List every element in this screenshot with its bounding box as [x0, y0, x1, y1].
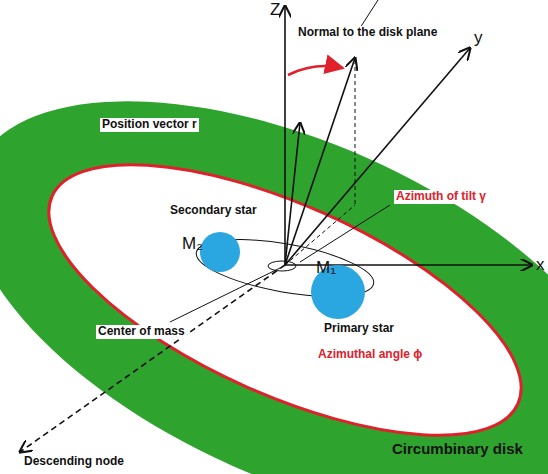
- leader-line: [170, 268, 280, 322]
- disk-inner-edge: [13, 109, 548, 474]
- mass-label: M₁: [316, 258, 336, 278]
- secondary-star: [200, 232, 240, 272]
- star-label: Secondary star: [168, 204, 259, 218]
- axis-label: Z: [270, 0, 280, 20]
- inner-orbit: [268, 261, 296, 271]
- region-label: Circumbinary disk: [392, 440, 523, 457]
- descending-node-line: [20, 265, 285, 452]
- z-axis: [284, 6, 286, 265]
- disk: [0, 14, 548, 474]
- projection-line: [355, 60, 356, 205]
- leader-label: Center of mass: [96, 325, 187, 339]
- vector-label: Normal to the disk plane: [296, 26, 439, 40]
- node-label: Descending node: [24, 455, 124, 469]
- angle-label: Azimuth of tilt γ: [394, 190, 488, 204]
- projection-line: [285, 205, 355, 265]
- tilt-angle-arc: [288, 66, 343, 75]
- star-label: Primary star: [322, 322, 396, 336]
- leader-line: [300, 205, 390, 262]
- axis-label: y: [474, 28, 483, 48]
- mass-label: M₂: [182, 234, 203, 254]
- axis-label: x: [536, 255, 545, 275]
- y-axis: [285, 48, 470, 265]
- angle-label: Azimuthal angle ϕ: [316, 348, 424, 362]
- position-vector: [285, 123, 300, 265]
- vector-label: Position vector r: [100, 118, 199, 132]
- leader-line: [360, 0, 378, 28]
